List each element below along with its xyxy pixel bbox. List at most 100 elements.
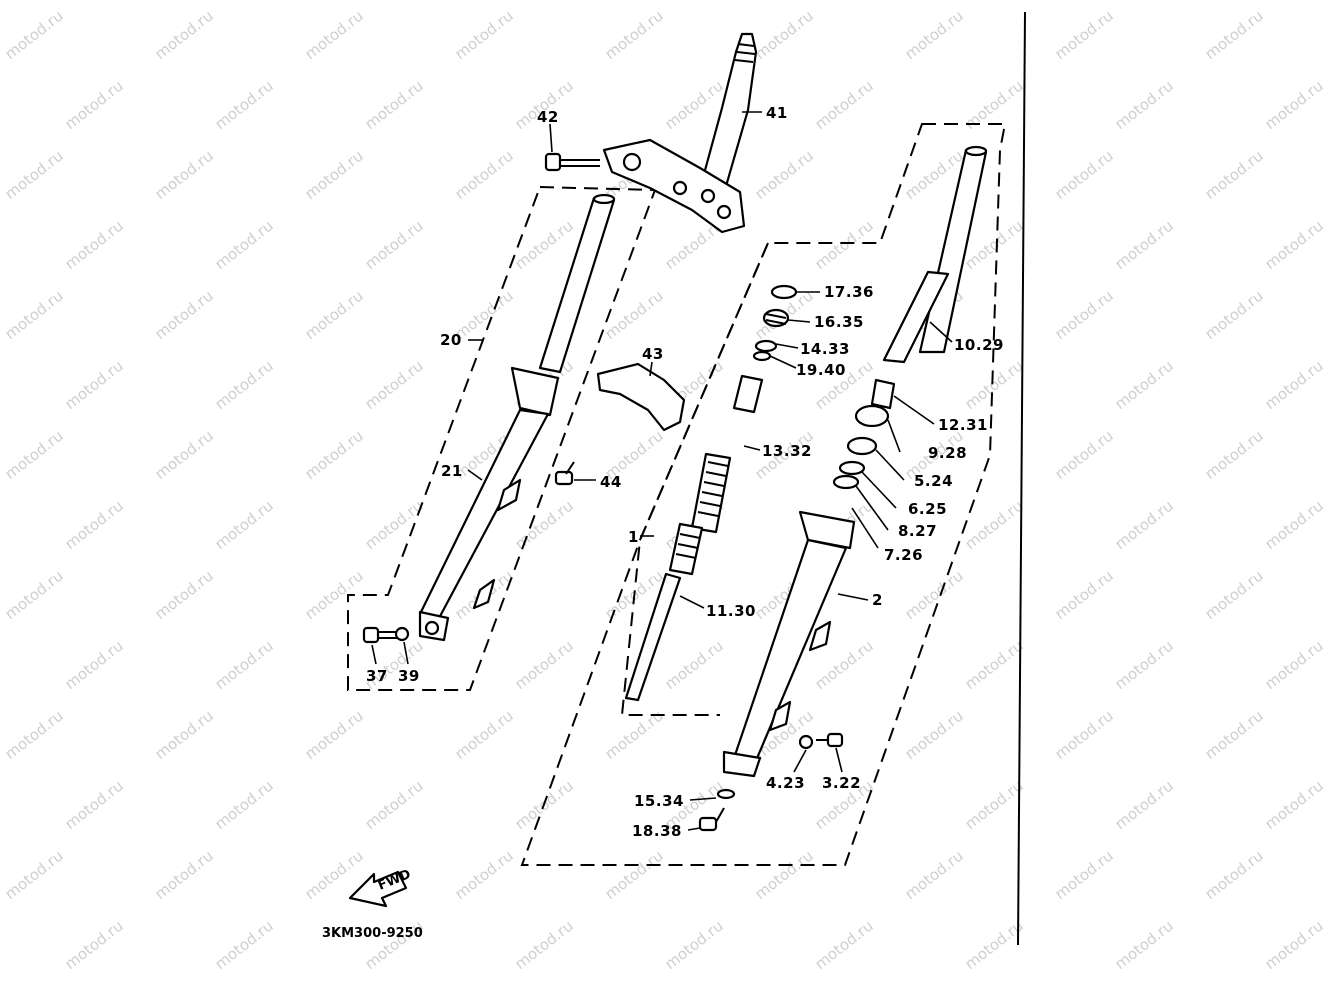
leader-7-26 <box>851 507 879 549</box>
leader-11-30 <box>679 595 705 609</box>
leader-18-38 <box>687 827 701 831</box>
watermark-text: motod.ru <box>361 77 426 134</box>
watermark-text: motod.ru <box>211 917 276 974</box>
seal-8-27 <box>832 474 860 490</box>
leader-2 <box>837 593 869 601</box>
watermark-text: motod.ru <box>601 287 666 344</box>
leader-21 <box>467 469 483 481</box>
callout-14-33: 14.33 <box>800 340 850 358</box>
drawing-code: 3KM300-9250 <box>322 926 423 941</box>
watermark-text: motod.ru <box>211 497 276 554</box>
callout-9-28: 9.28 <box>928 444 967 462</box>
watermark-text: motod.ru <box>751 7 816 64</box>
callout-15-34: 15.34 <box>634 792 684 810</box>
watermark-text: motod.ru <box>211 357 276 414</box>
callout-5-24: 5.24 <box>914 472 953 490</box>
gasket-15-34 <box>716 788 736 800</box>
watermark-text: motod.ru <box>1111 917 1176 974</box>
callout-1: 1 <box>628 528 639 546</box>
watermark-text: motod.ru <box>61 77 126 134</box>
watermark-text: motod.ru <box>451 147 516 204</box>
callout-8-27: 8.27 <box>898 522 937 540</box>
watermark-text: motod.ru <box>1261 497 1326 554</box>
watermark-text: motod.ru <box>211 637 276 694</box>
watermark-text: motod.ru <box>1111 777 1176 834</box>
watermark-text: motod.ru <box>61 497 126 554</box>
watermark-text: motod.ru <box>61 777 126 834</box>
watermark-text: motod.ru <box>61 357 126 414</box>
watermark-text: motod.ru <box>361 217 426 274</box>
watermark-text: motod.ru <box>1111 637 1176 694</box>
callout-39: 39 <box>398 667 420 685</box>
outer-tube-2 <box>722 510 856 778</box>
watermark-text: motod.ru <box>1201 707 1266 764</box>
watermark-text: motod.ru <box>451 7 516 64</box>
watermark-text: motod.ru <box>601 7 666 64</box>
callout-13-32: 13.32 <box>762 442 812 460</box>
watermark-text: motod.ru <box>1111 357 1176 414</box>
bolt-44 <box>554 461 575 486</box>
leader-6-25 <box>861 471 897 509</box>
watermark-text: motod.ru <box>1201 147 1266 204</box>
watermark-text: motod.ru <box>151 427 216 484</box>
watermark-text: motod.ru <box>1 707 66 764</box>
watermark-text: motod.ru <box>1 847 66 904</box>
fork-bracket-43 <box>596 362 686 432</box>
watermark-text: motod.ru <box>211 777 276 834</box>
watermark-text: motod.ru <box>151 147 216 204</box>
watermark-text: motod.ru <box>151 567 216 624</box>
bolt-42 <box>544 152 600 172</box>
watermark-text: motod.ru <box>811 77 876 134</box>
leader-16-35 <box>787 319 811 323</box>
watermark-text: motod.ru <box>511 497 576 554</box>
watermark-text: motod.ru <box>1201 427 1266 484</box>
watermark-text: motod.ru <box>1051 147 1116 204</box>
watermark-text: motod.ru <box>151 707 216 764</box>
callout-11-30: 11.30 <box>706 602 756 620</box>
watermark-text: motod.ru <box>1261 357 1326 414</box>
watermark-text: motod.ru <box>961 637 1026 694</box>
watermark-text: motod.ru <box>301 707 366 764</box>
watermark-text: motod.ru <box>1051 567 1116 624</box>
watermark-text: motod.ru <box>211 77 276 134</box>
watermark-text: motod.ru <box>1051 7 1116 64</box>
steering-stem <box>602 32 758 234</box>
watermark-text: motod.ru <box>1201 7 1266 64</box>
callout-6-25: 6.25 <box>908 500 947 518</box>
leader-12-31 <box>893 395 935 425</box>
callout-44: 44 <box>600 473 622 491</box>
drain-bolt-18-38 <box>698 807 725 832</box>
watermark-text: motod.ru <box>451 707 516 764</box>
callout-37: 37 <box>366 667 388 685</box>
watermark-text: motod.ru <box>961 357 1026 414</box>
watermark-text: motod.ru <box>361 497 426 554</box>
watermark-text: motod.ru <box>301 567 366 624</box>
watermark-text: motod.ru <box>1111 77 1176 134</box>
callout-12-31: 12.31 <box>938 416 988 434</box>
watermark-text: motod.ru <box>1051 427 1116 484</box>
callout-10-29: 10.29 <box>954 336 1004 354</box>
watermark-text: motod.ru <box>301 287 366 344</box>
leader-13-32 <box>743 445 761 451</box>
watermark-text: motod.ru <box>1201 287 1266 344</box>
leader-8-27 <box>855 485 889 531</box>
watermark-text: motod.ru <box>661 637 726 694</box>
watermark-text: motod.ru <box>961 497 1026 554</box>
watermark-text: motod.ru <box>751 147 816 204</box>
watermark-text: motod.ru <box>151 287 216 344</box>
frame-line <box>1017 11 1026 946</box>
callout-2: 2 <box>872 591 883 609</box>
washer-4-23 <box>798 734 814 750</box>
clip-6-25 <box>838 460 866 476</box>
inner-tube-20 <box>538 193 616 374</box>
watermark-text: motod.ru <box>511 217 576 274</box>
leader-14-33 <box>775 343 799 349</box>
inner-tube-10-29 <box>882 145 988 364</box>
watermark-text: motod.ru <box>1261 777 1326 834</box>
leader-42 <box>549 123 553 153</box>
watermark-text: motod.ru <box>901 7 966 64</box>
watermark-text: motod.ru <box>1201 567 1266 624</box>
watermark-text: motod.ru <box>151 7 216 64</box>
watermark-text: motod.ru <box>961 917 1026 974</box>
watermark-text: motod.ru <box>511 637 576 694</box>
